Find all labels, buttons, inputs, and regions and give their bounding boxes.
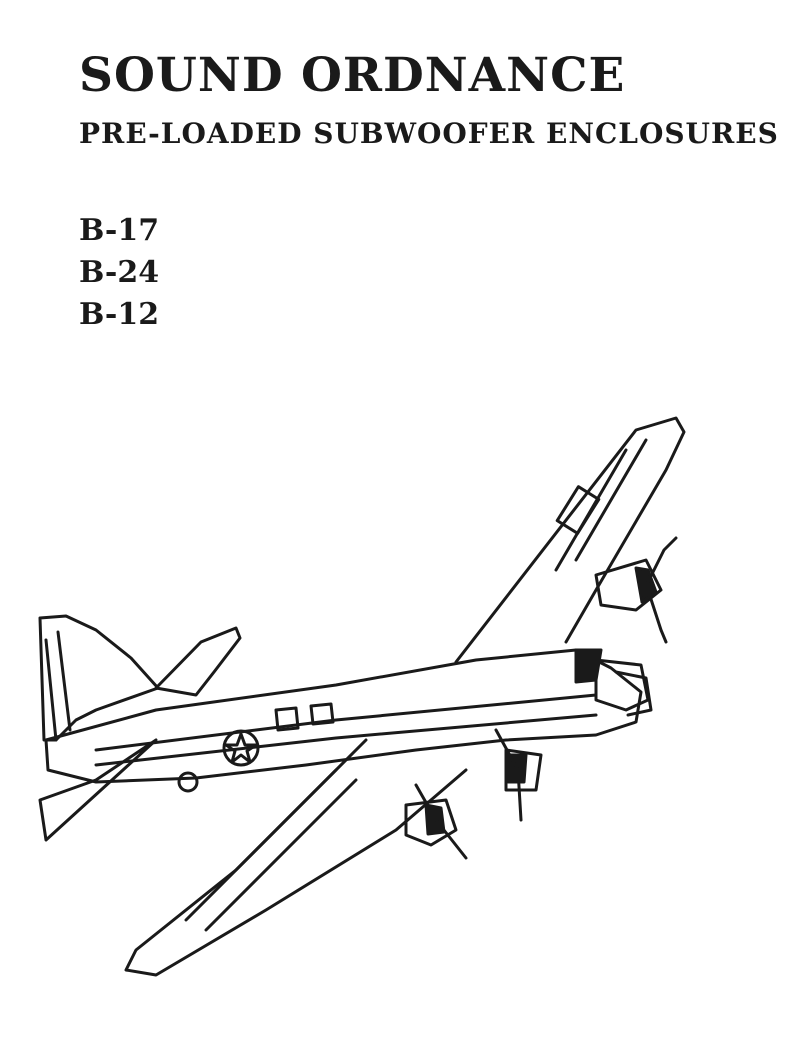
insignia-shape [222, 729, 260, 767]
fuselage-shape [44, 648, 643, 784]
model-list: B-17 B-24 B-12 [79, 210, 159, 336]
page-title: SOUND ORDNANCE [79, 48, 626, 103]
model-item: B-24 [79, 255, 160, 290]
model-item: B-17 [79, 213, 160, 248]
engine-shapes [404, 536, 678, 860]
right-wing-shape [454, 416, 686, 664]
model-item: B-12 [79, 297, 160, 332]
horizontal-stabilizer-shape [154, 626, 242, 697]
page-subtitle: PRE-LOADED SUBWOOFER ENCLOSURES [79, 117, 779, 150]
b17-bomber-line-art-icon [38, 416, 686, 977]
left-wing-shape [124, 738, 468, 977]
